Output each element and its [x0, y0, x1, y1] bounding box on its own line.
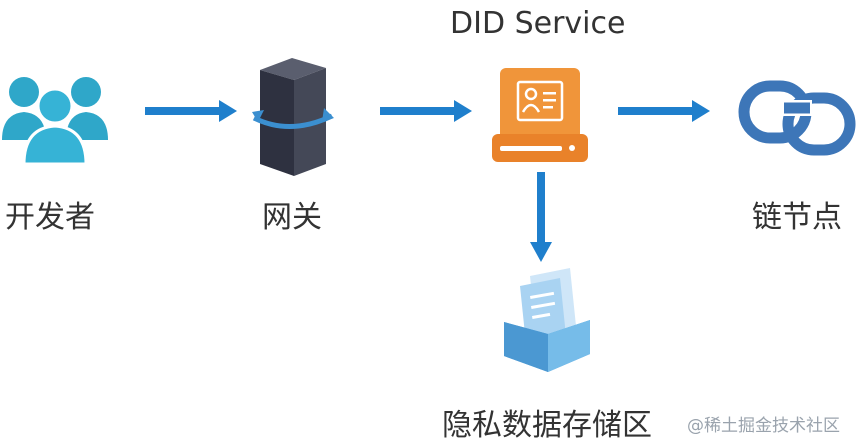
document-tray-icon: [504, 268, 590, 372]
arrow-developer-to-gateway: [145, 100, 237, 122]
did-service-title: DID Service: [450, 6, 626, 41]
users-icon: [2, 77, 108, 164]
developer-label: 开发者: [5, 200, 95, 235]
private-storage-label: 隐私数据存储区: [442, 408, 652, 443]
private-storage-node: [500, 268, 594, 378]
chain-node: [738, 80, 856, 156]
server-icon: [252, 58, 334, 176]
arrow-did-service-to-storage: [530, 172, 552, 262]
gateway-node: [250, 56, 334, 180]
chain-node-label: 链节点: [752, 200, 842, 235]
arrow-did-service-to-chain: [618, 100, 710, 122]
developer-node: [0, 72, 112, 164]
id-card-drive-icon: [492, 68, 588, 162]
gateway-label: 网关: [262, 200, 322, 235]
did-service-node: [490, 68, 590, 166]
watermark: @稀土掘金技术社区: [687, 416, 840, 436]
arrow-gateway-to-did-service: [380, 100, 472, 122]
chain-link-icon: [738, 80, 856, 156]
